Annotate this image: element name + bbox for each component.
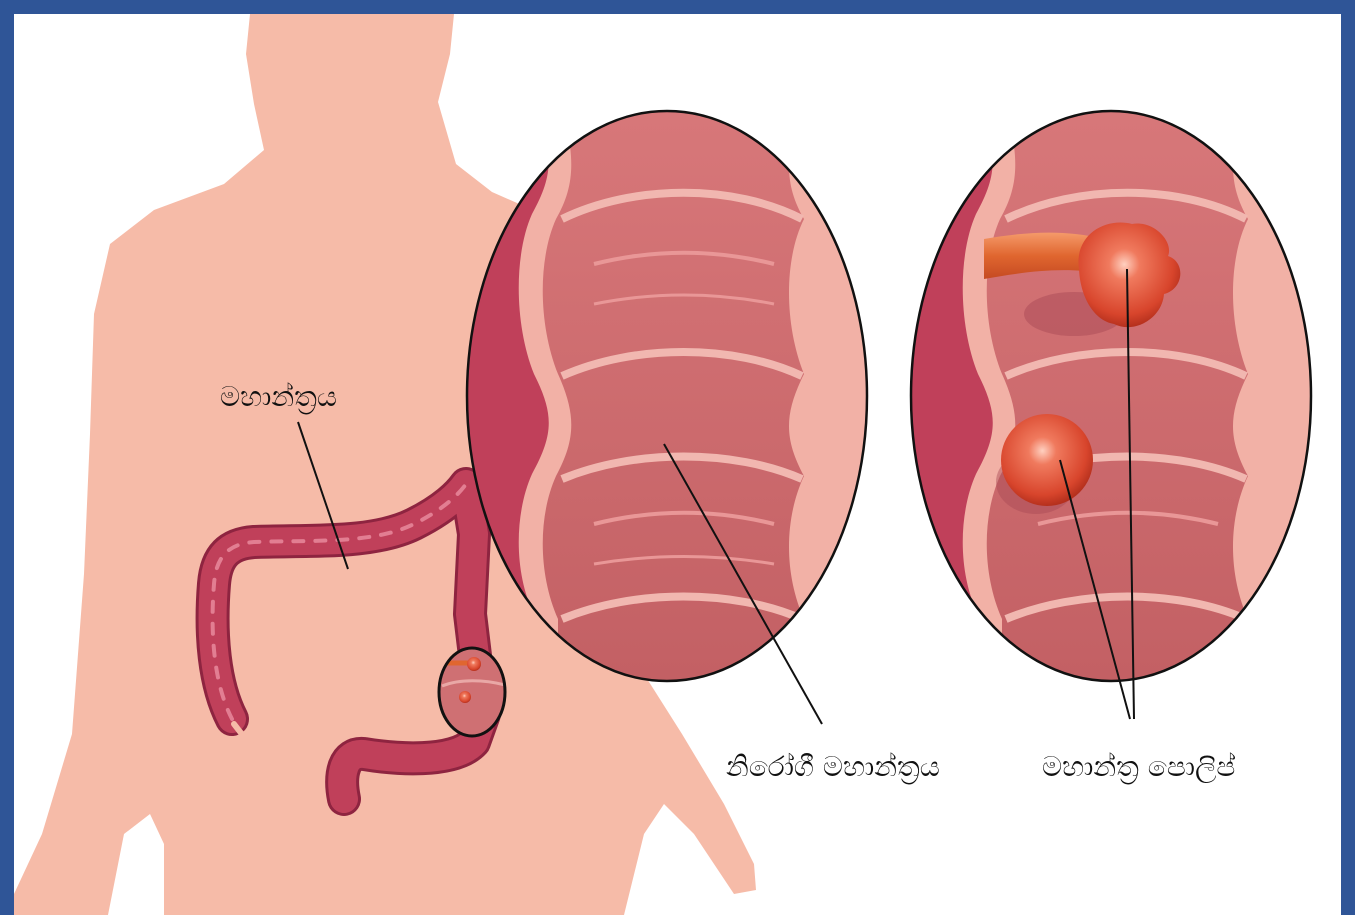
colon-polyps-label: මහාන්ත්‍ර පොලිප් [1042,750,1235,784]
polyp-colon-view [898,94,1318,704]
colon-label: මහාන්ත්‍රය [220,380,337,414]
diagram-canvas: මහාන්ත්‍රය නිරෝගී මහාන්ත්‍රය මහාන්ත්‍ර ප… [14,14,1341,915]
healthy-colon-label: නිරෝගී මහාන්ත්‍රය [726,750,940,784]
